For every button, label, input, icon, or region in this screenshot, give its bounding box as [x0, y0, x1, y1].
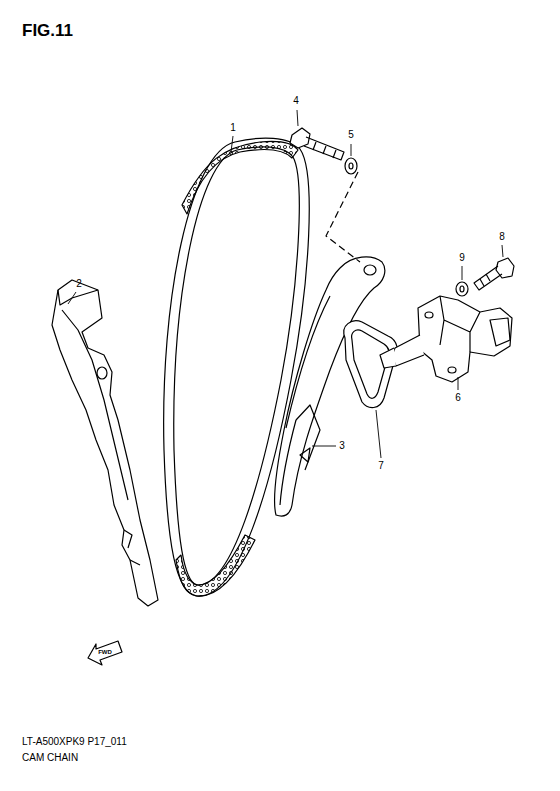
- direction-label: FWD: [98, 649, 112, 655]
- gasket: [344, 321, 398, 408]
- callout-number: 4: [293, 96, 299, 106]
- figure-code: LT-A500XPK9 P17_011: [22, 737, 127, 747]
- callout-number: 6: [455, 393, 461, 403]
- washer: [345, 158, 357, 174]
- callout-number: 7: [378, 461, 384, 471]
- forward-arrow: [88, 641, 122, 665]
- bolt: [290, 128, 344, 160]
- callout-number: 3: [339, 441, 345, 451]
- figure-caption: CAM CHAIN: [22, 753, 78, 763]
- bolt: [474, 258, 514, 290]
- callout-number: 1: [230, 123, 236, 133]
- callout-number: 5: [348, 130, 354, 140]
- cam-chain-tensioner-adjuster: [380, 296, 512, 382]
- leader-lines: [68, 110, 503, 458]
- assembly-line: [326, 172, 360, 262]
- cam-chain: [164, 138, 310, 596]
- callout-number: 9: [459, 253, 465, 263]
- washer: [456, 282, 468, 296]
- callout-number: 8: [499, 232, 505, 242]
- cam-chain-guide: [52, 280, 158, 606]
- figure-title: FIG.11: [22, 22, 73, 39]
- callout-number: 2: [76, 279, 82, 289]
